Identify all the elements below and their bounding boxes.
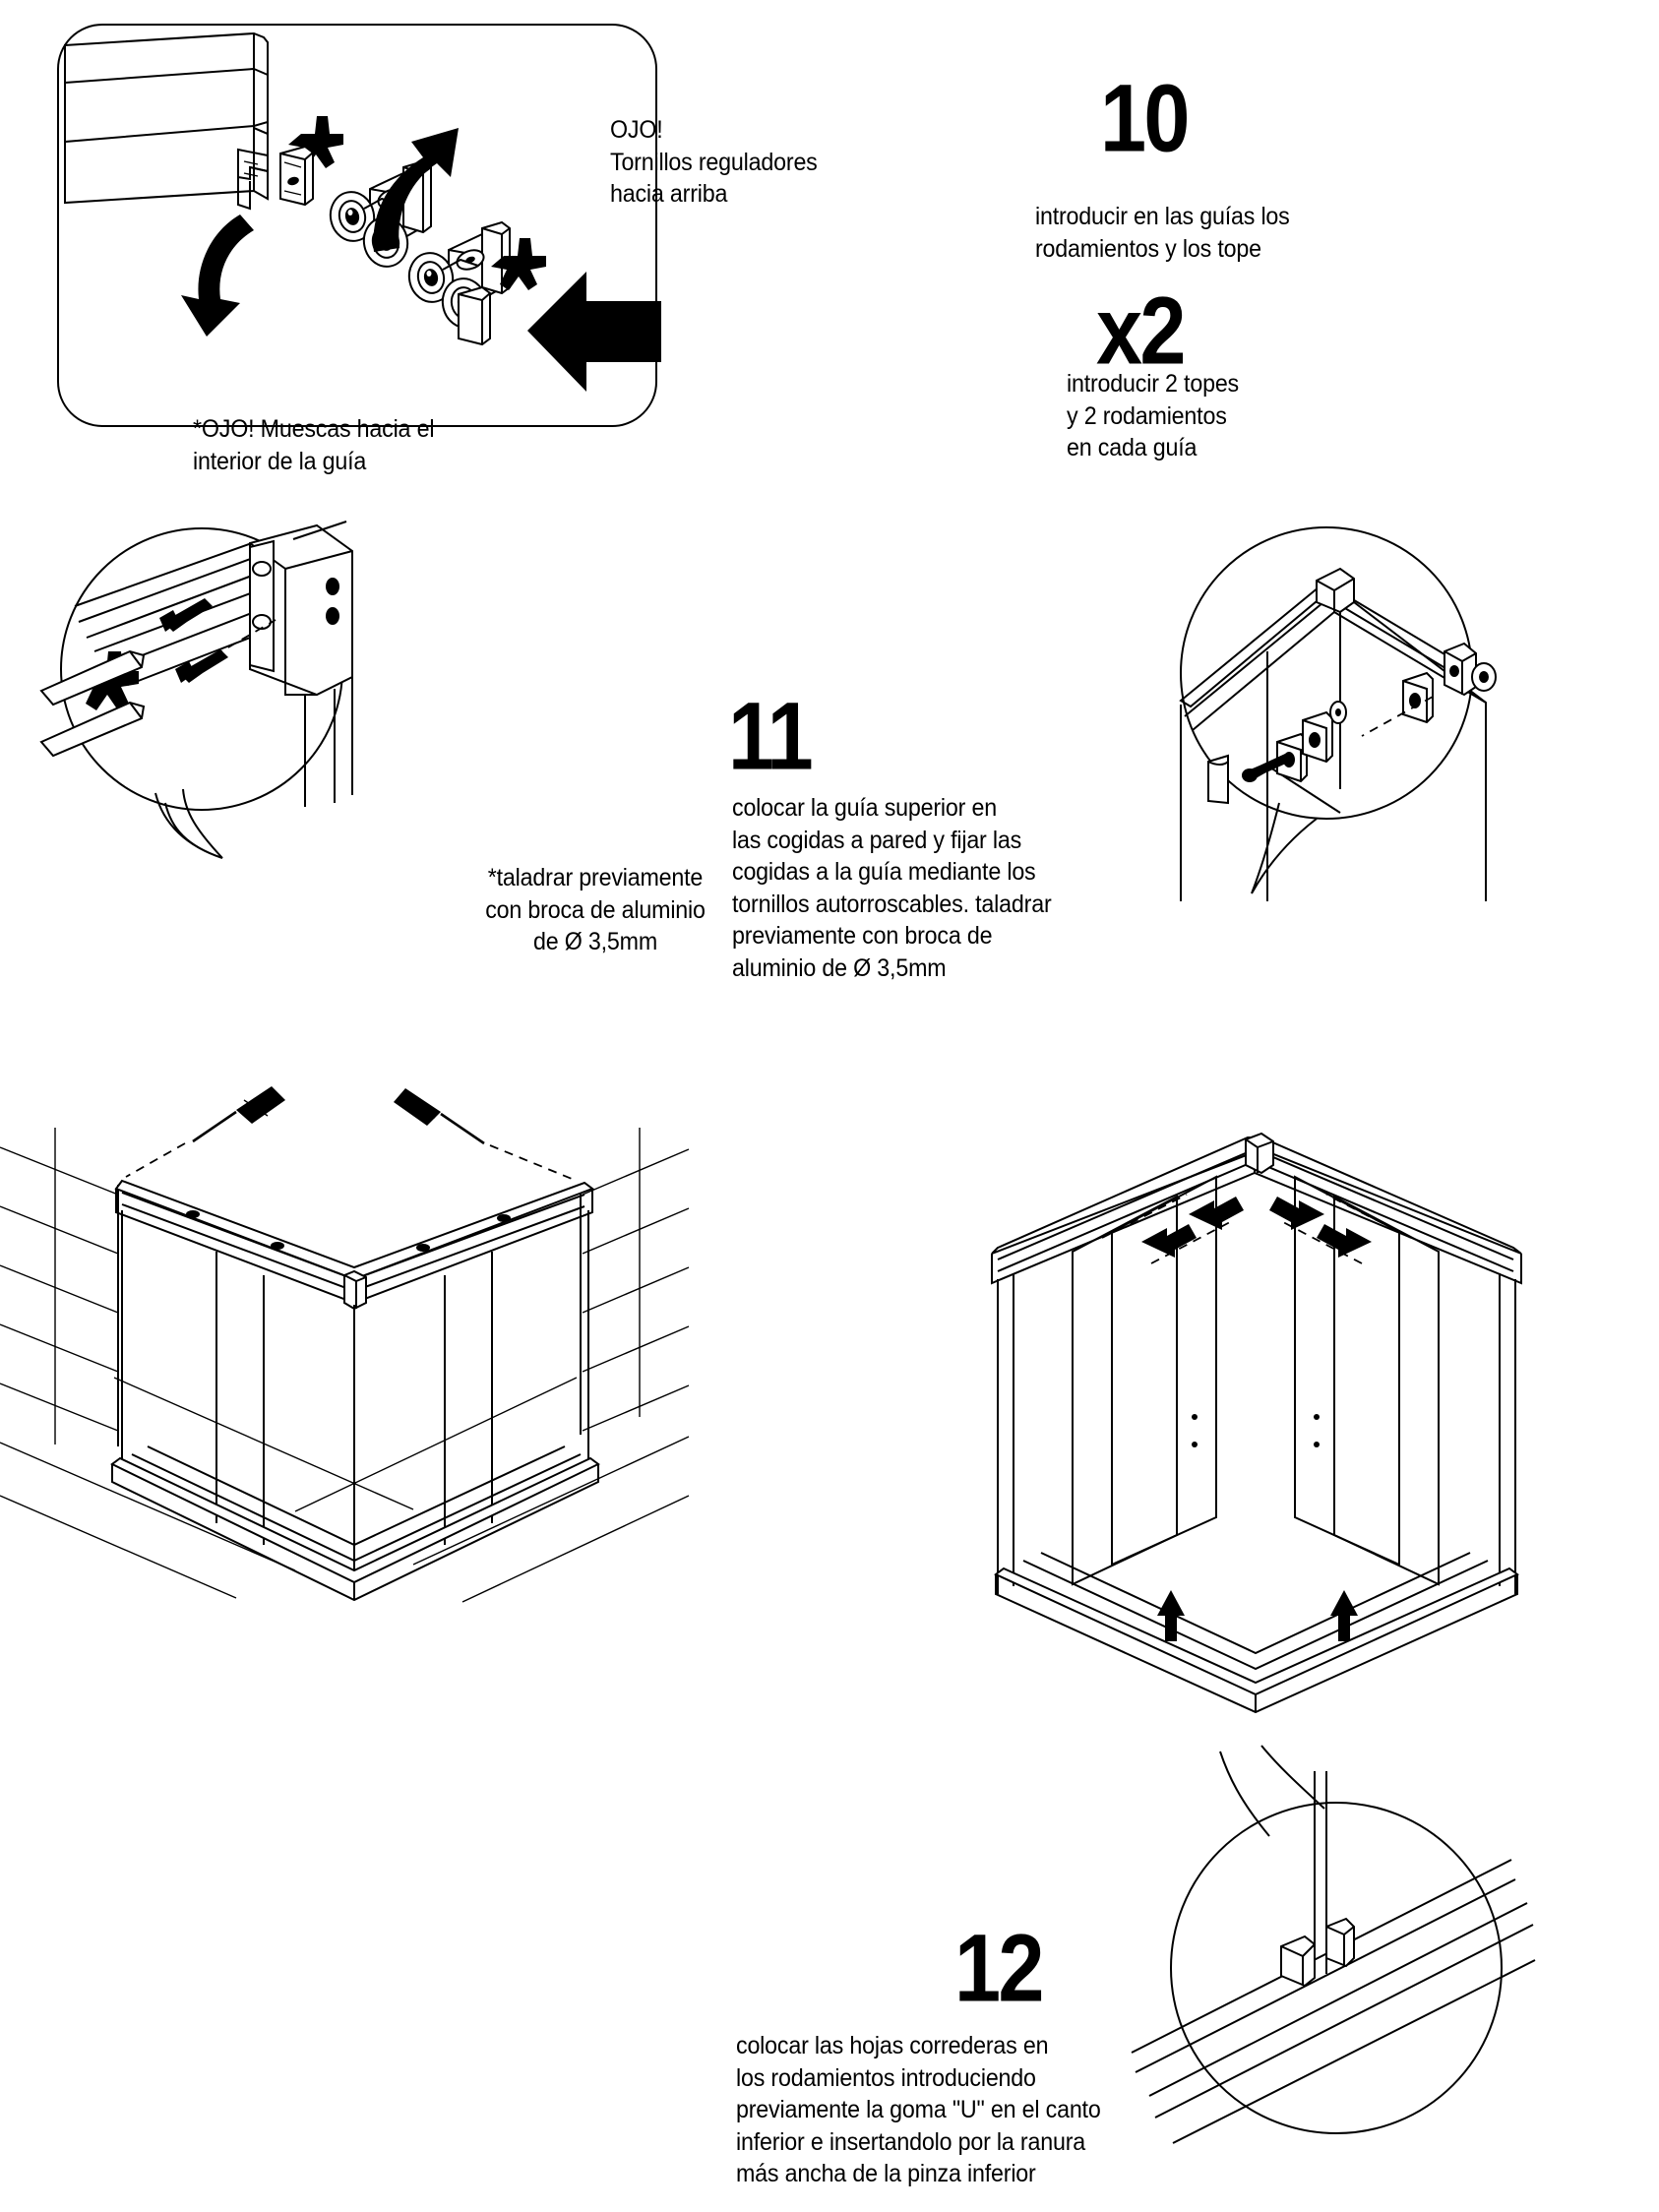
step-12-body-text: colocar las hojas correderas en los roda… (736, 2032, 1101, 2187)
step-11-number: 11 (728, 683, 814, 790)
tiled-wall-lines (0, 1128, 690, 1603)
wall-bracket (249, 521, 353, 807)
step-12-detail-bubble (1131, 1745, 1536, 2144)
stop-block-tope-1 (279, 145, 314, 207)
step-11-right-detail-bubble (1179, 526, 1497, 901)
step-10-number: 10 (1100, 65, 1190, 172)
step-10-exploded-drawing (64, 31, 661, 392)
curved-arrow-up (373, 128, 459, 252)
guide-rail-profile (64, 31, 269, 211)
roller-carriage-2 (407, 220, 511, 329)
detail-stop-blocks (1207, 671, 1434, 805)
glass-panels-left-enclosure (121, 1210, 589, 1580)
detail-lower-clamp (1280, 1917, 1355, 1988)
sliding-door-leaves (1072, 1175, 1440, 1586)
screwdriver-right (394, 1088, 485, 1145)
step-10-panel-frame (57, 24, 657, 427)
insertion-arrows-top (1101, 1194, 1412, 1264)
self-tapping-screws (159, 598, 276, 683)
curved-arrow-down (181, 215, 254, 337)
top-guide-rail-installed (114, 1179, 595, 1311)
detail-roller-in-rail (1444, 642, 1497, 697)
right-top-guide-rail (991, 1132, 1522, 1285)
step-10-callout-bottom-text: *OJO! Muescas hacia el interior de la gu… (193, 415, 435, 475)
right-shower-enclosure-drawing (991, 1132, 1522, 1714)
step-12-number: 12 (954, 1915, 1044, 2022)
detail-lower-rail (1131, 1859, 1536, 2144)
detail-corner-rail (1179, 567, 1487, 731)
screwdriver-left (192, 1086, 285, 1143)
stop-block-tope-2 (458, 285, 491, 346)
step-10-callout-top-text: OJO! Tornillos reguladores hacia arriba (610, 116, 818, 208)
step-11-body-text: colocar la guía superior en las cogidas … (732, 794, 1052, 982)
step-10-quantity-body-text: introducir 2 topes y 2 rodamientos en ca… (1067, 370, 1240, 461)
step-10-body-text: introducir en las guías los rodamientos … (1035, 203, 1290, 263)
drill-bits (39, 649, 146, 758)
asterisk-marker-right (491, 238, 546, 290)
left-shower-enclosure-drawing (0, 1086, 690, 1603)
bottom-tray-rail (110, 1445, 600, 1602)
step-11-left-detail-bubble (39, 521, 353, 859)
right-bottom-tray (994, 1552, 1519, 1714)
step-11-side-note-text: *taladrar previamente con broca de alumi… (485, 864, 706, 955)
step-10-quantity-badge: x2 (1096, 277, 1186, 385)
block-arrow-left (527, 272, 661, 392)
